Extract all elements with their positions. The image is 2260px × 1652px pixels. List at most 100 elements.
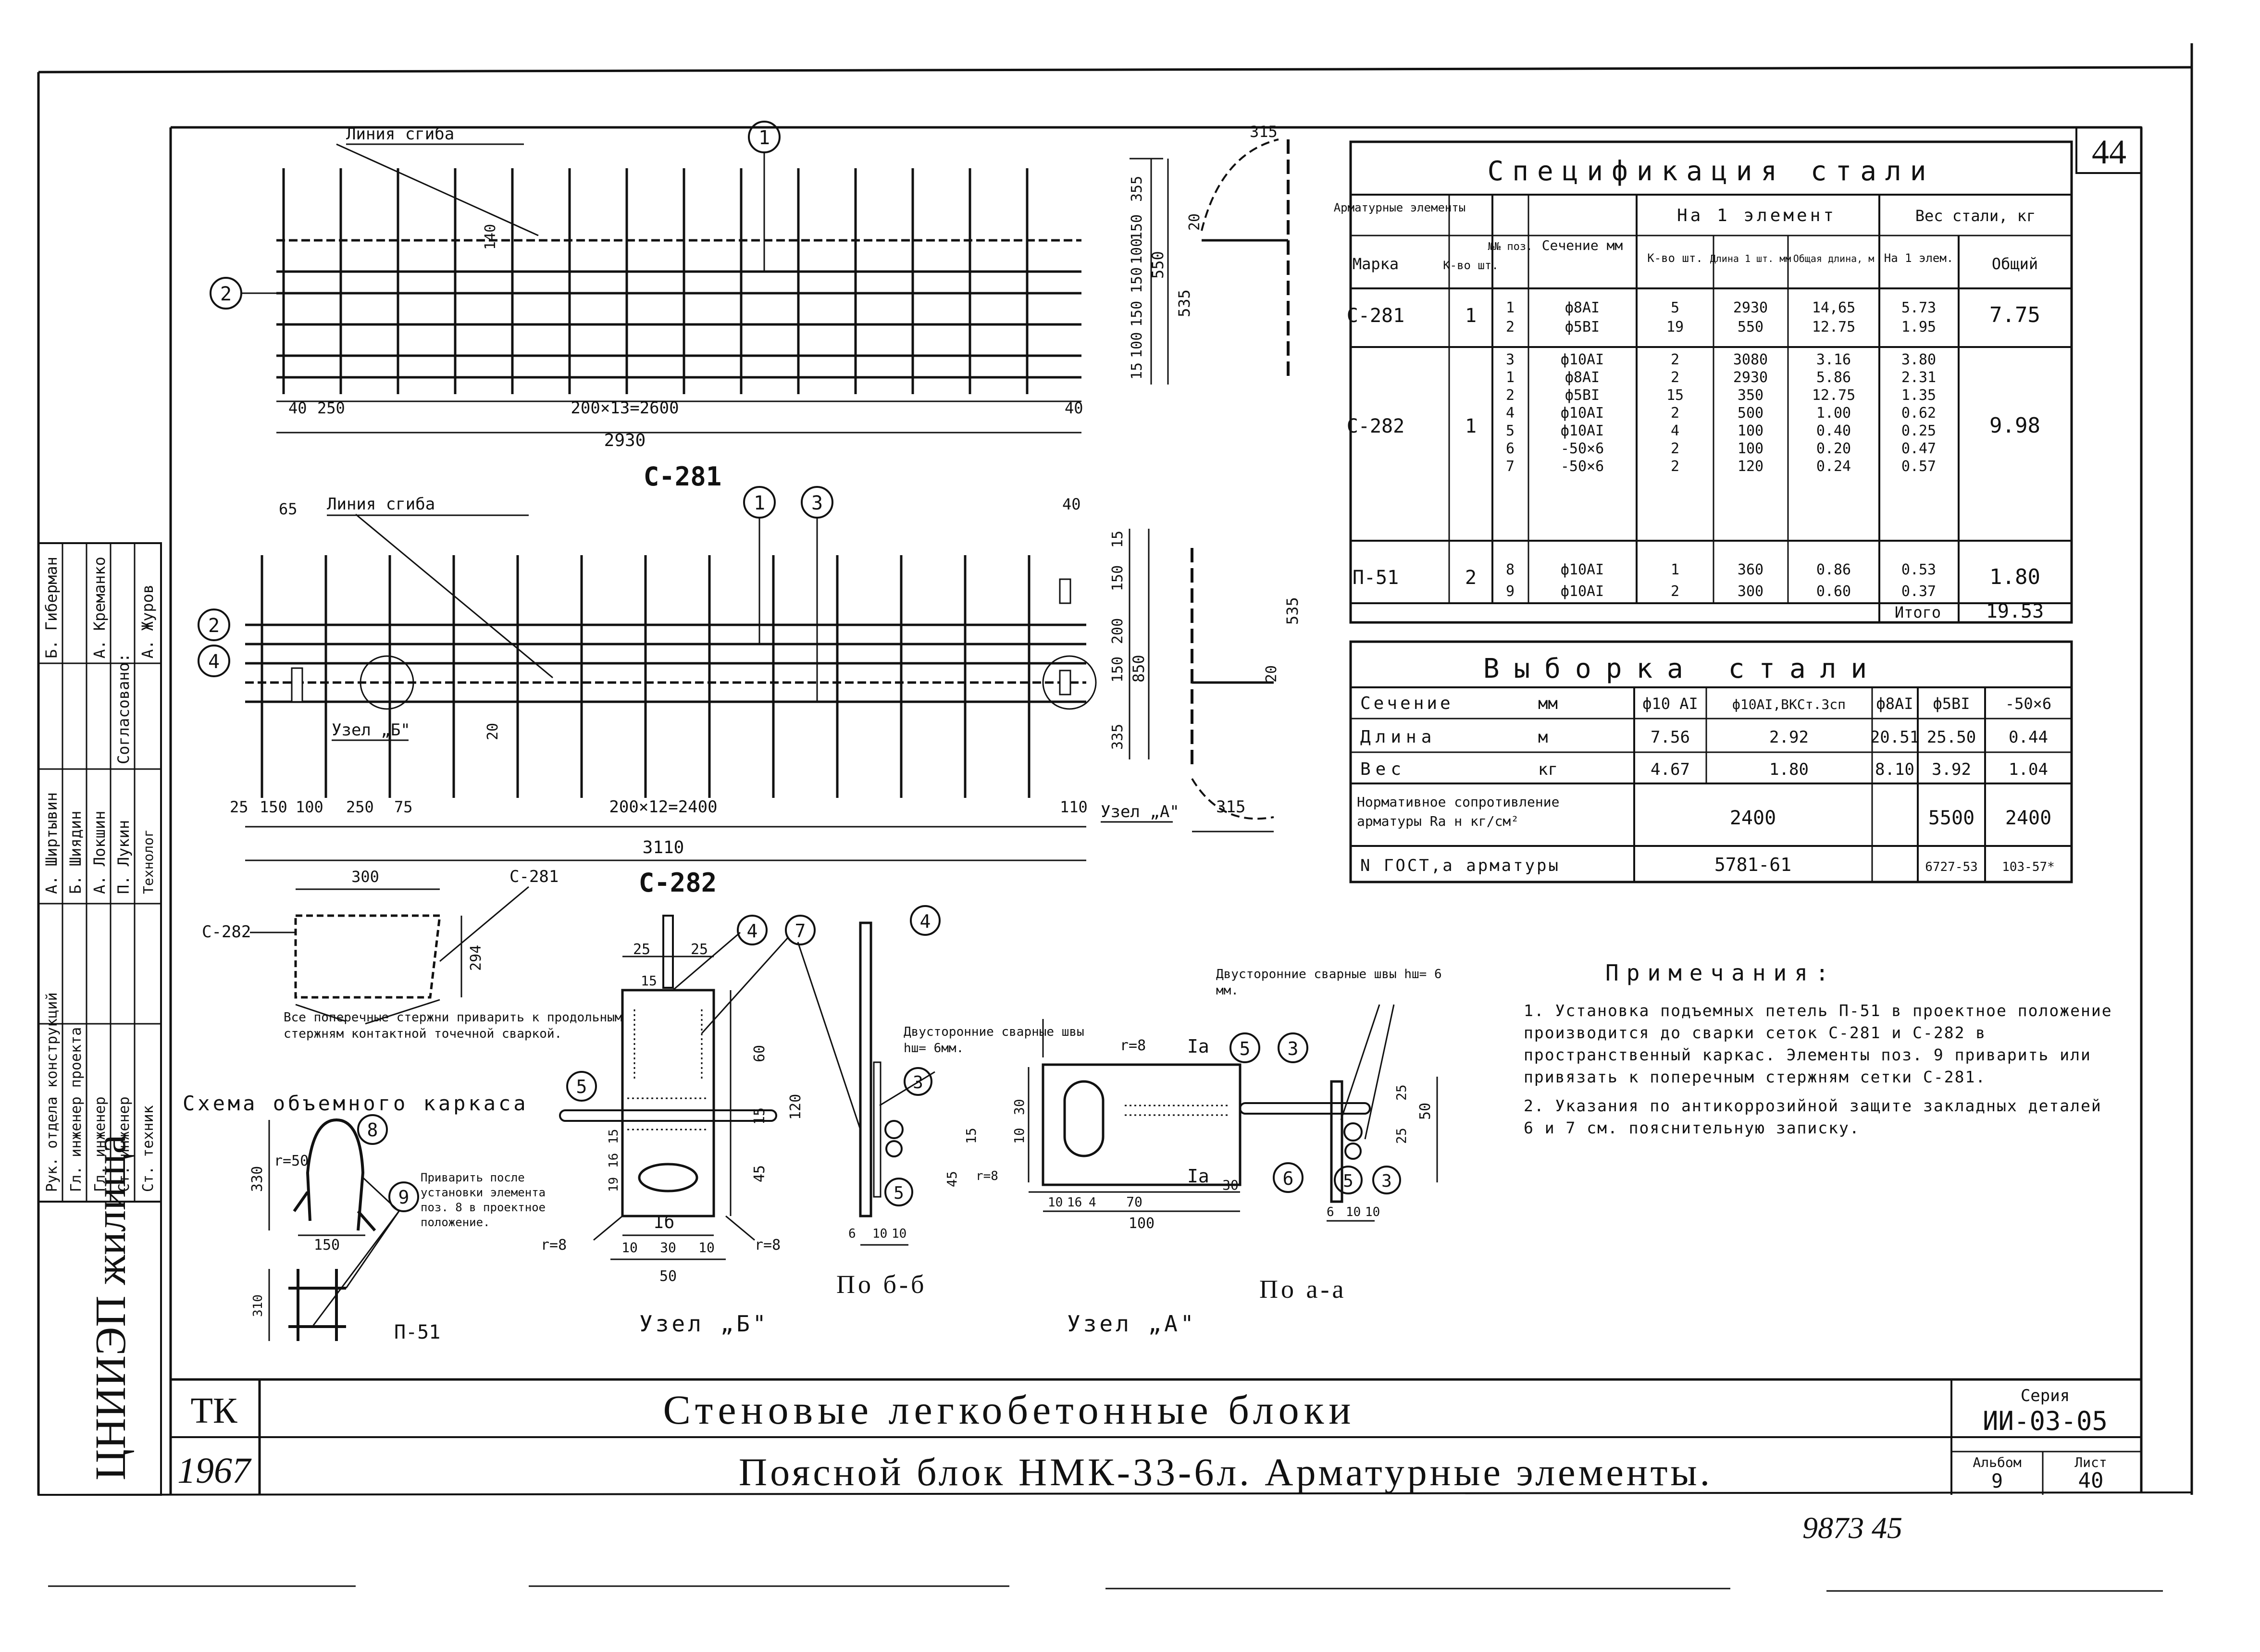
- spec-cell-mark: П-51: [1353, 567, 1399, 589]
- p51-r-label: r=50: [274, 1153, 309, 1169]
- spec-cell-qty: 15: [1666, 387, 1684, 404]
- c281-dim-h3: 150: [1129, 267, 1145, 293]
- stamp-name-4: П. Лукин: [114, 820, 133, 894]
- spec-cell-pos: 6: [1506, 440, 1515, 457]
- node-a-dim-30: 30: [1011, 1099, 1027, 1115]
- spec-cell-w1: 0.62: [1901, 405, 1936, 422]
- sel-resist-a: 2400: [1730, 807, 1776, 829]
- node-b-title: Узел „Б": [639, 1311, 769, 1337]
- spec-cell-pos: 1: [1506, 299, 1515, 316]
- spec-cell-w1: 0.47: [1901, 440, 1936, 457]
- spec-cell-section: -50×6: [1561, 458, 1604, 475]
- spec-cell-w1: 0.37: [1901, 583, 1936, 600]
- sel-weights-cell: 4.67: [1651, 760, 1690, 779]
- aa-dim-10b: 10: [1365, 1205, 1380, 1219]
- c282-dim-75: 75: [394, 798, 413, 816]
- c282-dim-150: 150: [260, 798, 287, 816]
- spec-cell-pos: 7: [1506, 458, 1515, 475]
- p51-dim-330: 330: [249, 1166, 266, 1192]
- p51-callout-8: 8: [367, 1119, 378, 1141]
- node-b-dim-25a: 25: [633, 941, 650, 958]
- node-b-dim-16: 16: [607, 1153, 621, 1168]
- sel-col-4: ф5ВI: [1933, 695, 1970, 713]
- spec-cell-total: 1.80: [1989, 565, 2040, 589]
- spec-h-pos: №№ поз.: [1488, 241, 1533, 253]
- p51-mark: П-51: [394, 1321, 440, 1343]
- bb-dim-10a: 10: [872, 1227, 887, 1241]
- spec-h-length: Длина 1 шт. мм: [1710, 253, 1791, 264]
- c281-dim-total: 2930: [604, 431, 646, 450]
- bb-title: По б-б: [836, 1270, 927, 1299]
- c281-dim-left-step: 250: [317, 399, 345, 417]
- sel-resist-b: 5500: [1928, 807, 1974, 829]
- spec-cell-len: 550: [1738, 319, 1763, 335]
- sel-row-section-unit: мм: [1538, 694, 1558, 713]
- xsec-dim-side: 294: [468, 945, 484, 971]
- c282-node-b-label: Узел „Б": [332, 720, 410, 740]
- spec-cell-tlen: 1.00: [1816, 405, 1851, 422]
- node-a-dim-15: 15: [963, 1128, 979, 1144]
- node-b-dim-15b: 15: [751, 1107, 768, 1125]
- spec-cell-qty: 2: [1671, 440, 1679, 457]
- notes-title: Примечания:: [1605, 960, 1837, 986]
- stamp-name-1: А. Ширтывин: [42, 792, 61, 894]
- aa-callout-3: 3: [1381, 1171, 1392, 1191]
- spec-h-weight: Вес стали, кг: [1915, 207, 2036, 225]
- p51-callout-8-circle: [357, 1114, 388, 1145]
- c282-dim-off20: 20: [484, 723, 501, 740]
- spec-cell-section: ф10АI: [1561, 405, 1604, 422]
- sel-lengths-cell: 20.51: [1870, 728, 1919, 747]
- c282-dim-total: 3110: [643, 838, 684, 857]
- mesh-c281: [276, 138, 1290, 434]
- spec-cell-tlen: 0.20: [1816, 440, 1851, 457]
- loop-p51: [288, 1118, 376, 1341]
- spec-cell-w1: 0.25: [1901, 422, 1936, 439]
- aa-dim-25b: 25: [1393, 1128, 1409, 1144]
- spec-cell-len: 350: [1738, 387, 1763, 404]
- c282-dim-v4: 150: [1109, 657, 1126, 683]
- spec-cell-pos: 2: [1506, 319, 1515, 335]
- sel-row-resist-wrap: Нормативное сопротивление арматуры Rа н …: [1357, 794, 1559, 829]
- aa-dim-25a: 25: [1393, 1084, 1409, 1101]
- organization-name: ЦНИИЭП жилища: [87, 1134, 135, 1480]
- c282-dim-v6: 335: [1109, 724, 1126, 750]
- c281-dim-bend-offset: 140: [482, 224, 499, 250]
- spec-h-qty: К-во шт.: [1647, 251, 1703, 265]
- spec-cell-section: ф10АI: [1561, 422, 1604, 439]
- c282-title: С-282: [639, 868, 717, 898]
- aa-callout-5: 5: [1343, 1171, 1354, 1191]
- node-a-section-mark-top: Iа: [1187, 1036, 1209, 1057]
- spec-cell-section: ф5ВI: [1565, 319, 1600, 335]
- xsec-label-c281: С-281: [509, 867, 559, 886]
- c282-callout-2: 2: [208, 615, 220, 637]
- spec-cell-pos: 9: [1506, 583, 1515, 600]
- callout-1-c281: [748, 121, 781, 153]
- node-b-dim-15c: 15: [607, 1129, 621, 1144]
- spec-h-elements: Арматурные элементы: [1334, 201, 1466, 214]
- spec-cell-section: -50×6: [1561, 440, 1604, 457]
- c282-dim-rh: 535: [1283, 597, 1302, 625]
- node-a-callout-3-circle: [1278, 1032, 1308, 1063]
- node-b-dim-120: 120: [787, 1094, 804, 1120]
- page-stamp: 9873 45: [1802, 1511, 1902, 1545]
- spec-title: Спецификация стали: [1488, 156, 1935, 187]
- spec-cell-section: ф8АI: [1565, 369, 1600, 386]
- corner-sheet-number: 44: [2092, 133, 2126, 171]
- sel-col-2: ф10АI,ВКСт.3сп: [1732, 696, 1846, 712]
- node-b-marker: [360, 655, 414, 710]
- node-b-callout-4: 4: [747, 920, 758, 942]
- node-b-drawing: [559, 915, 777, 1260]
- c282-callout-1-circle: [743, 486, 776, 519]
- c281-dim-right-edge: 40: [1065, 399, 1083, 417]
- node-a-weld-note: Двусторонние сварные швы hш= 6 мм.: [1216, 967, 1442, 998]
- c282-callout-3-circle: [801, 486, 833, 519]
- node-a-dim-10: 10: [1011, 1128, 1027, 1144]
- xsec-dim-top: 300: [351, 868, 379, 886]
- c282-dim-v1: 15: [1109, 531, 1126, 548]
- spec-cell-pos: 8: [1506, 561, 1515, 578]
- spec-cell-len: 300: [1738, 583, 1763, 600]
- c282-callout-4-circle: [198, 645, 230, 677]
- spec-cell-tlen: 0.40: [1816, 422, 1851, 439]
- node-b-callout-4-circle: [737, 915, 768, 945]
